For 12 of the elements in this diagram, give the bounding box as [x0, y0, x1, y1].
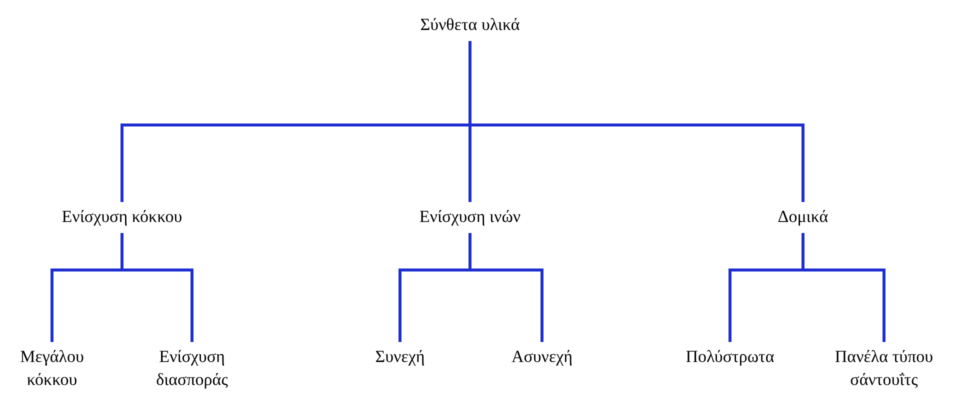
node-label: Ενίσχυση ινών	[419, 206, 521, 228]
node-label: Δομικά	[778, 206, 828, 228]
node-label: Σύνθετα υλικά	[420, 14, 520, 36]
node-label: Ενίσχυση διασποράς	[155, 346, 229, 391]
node-label: Ενίσχυση κόκκου	[62, 206, 182, 228]
node-label: Ασυνεχή	[511, 346, 573, 368]
tree-connector	[468, 40, 804, 202]
tree-connector	[468, 232, 544, 342]
node-label: Συνεχή	[375, 346, 425, 368]
node-label: Μεγάλου κόκκου	[19, 346, 85, 391]
node-label: Πανέλα τύπου σάντουΐτς	[834, 346, 934, 391]
node-label: Πολύστρωτα	[686, 346, 774, 368]
